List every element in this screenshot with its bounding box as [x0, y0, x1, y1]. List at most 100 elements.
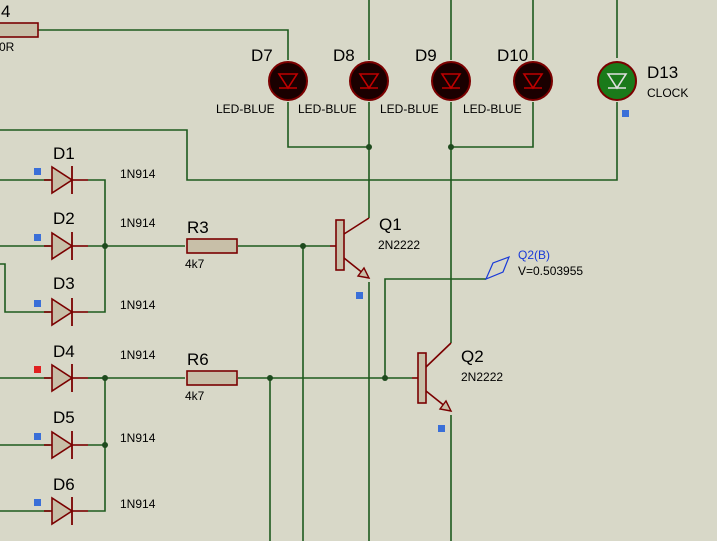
diode-body	[51, 165, 74, 195]
diode-ref: D2	[53, 209, 75, 228]
diode-ref: D1	[53, 144, 75, 163]
probe-name: Q2(B)	[518, 248, 550, 262]
led-D13[interactable]: D13 CLOCK	[597, 61, 688, 117]
emitter-arrow	[438, 399, 453, 412]
pin-state-indicator	[34, 300, 41, 307]
led-symbol	[606, 73, 628, 90]
led-symbol	[440, 73, 462, 90]
diode-ref: D3	[53, 274, 75, 293]
diode-ref: D4	[53, 342, 75, 361]
diode-ref: D5	[53, 408, 75, 427]
led-body	[431, 61, 471, 101]
pin-state-indicator	[622, 110, 629, 117]
diode-ref: D6	[53, 475, 75, 494]
pin-state-indicator	[34, 499, 41, 506]
led-D9[interactable]: D9 LED-BLUE	[380, 46, 471, 116]
led-body	[597, 61, 637, 101]
pin-state-indicator	[34, 234, 41, 241]
led-value: LED-BLUE	[380, 102, 439, 116]
led-symbol	[358, 73, 380, 90]
led-D10[interactable]: D10 LED-BLUE	[463, 46, 553, 116]
transistor-ref: Q1	[379, 215, 402, 234]
resistor-R6[interactable]: R6 4k7	[185, 350, 238, 403]
resistor-R3[interactable]: R3 4k7	[185, 218, 238, 271]
probe-arrow-icon	[484, 255, 511, 281]
resistor-fragment[interactable]: 4 0R	[0, 2, 39, 54]
resistor-value: 4k7	[185, 389, 205, 403]
transistor-value: 2N2222	[378, 238, 420, 252]
junction-dot	[267, 375, 273, 381]
voltage-probe[interactable]: Q2(B) V=0.503955	[484, 248, 583, 281]
junction-dot	[102, 442, 108, 448]
wire	[451, 102, 534, 148]
pin-state-indicator	[34, 366, 41, 373]
led-ref: D10	[497, 46, 528, 65]
diode-body	[51, 231, 74, 261]
junction-dot	[366, 144, 372, 150]
led-ref: D13	[647, 63, 678, 82]
led-value: CLOCK	[647, 86, 688, 100]
resistor-value: 0R	[0, 40, 15, 54]
wire	[287, 102, 369, 148]
led-value: LED-BLUE	[463, 102, 522, 116]
diode-D6[interactable]: D6 1N914	[34, 475, 156, 526]
diode-value: 1N914	[120, 431, 156, 445]
pin-state-indicator	[34, 433, 41, 440]
diode-body	[51, 297, 74, 327]
diode-body	[51, 430, 74, 460]
junction-dot	[102, 375, 108, 381]
led-body	[513, 61, 553, 101]
diode-D2[interactable]: D2 1N914	[34, 209, 156, 261]
transistor-base-bar	[417, 352, 427, 404]
transistor-Q2[interactable]: Q2 2N2222	[412, 342, 503, 432]
diode-value: 1N914	[120, 216, 156, 230]
diode-body	[51, 496, 74, 526]
wire	[384, 278, 486, 378]
transistor-collector	[425, 342, 452, 368]
led-ref: D9	[415, 46, 437, 65]
led-D8[interactable]: D8 LED-BLUE	[298, 46, 389, 116]
resistor-body	[186, 370, 238, 386]
transistor-ref: Q2	[461, 347, 484, 366]
diode-value: 1N914	[120, 167, 156, 181]
emitter-arrow	[356, 266, 371, 279]
diode-value: 1N914	[120, 497, 156, 511]
led-body	[268, 61, 308, 101]
wire	[38, 29, 289, 60]
led-symbol	[277, 73, 299, 90]
led-symbol	[522, 73, 544, 90]
diode-value: 1N914	[120, 298, 156, 312]
led-D7[interactable]: D7 LED-BLUE	[216, 46, 308, 116]
pin-state-indicator	[438, 425, 445, 432]
led-ref: D7	[251, 46, 273, 65]
transistor-collector	[343, 217, 370, 235]
wire	[0, 263, 50, 313]
diode-D3[interactable]: D3 1N914	[34, 274, 156, 327]
pin-state-indicator	[356, 292, 363, 299]
resistor-ref: R6	[187, 350, 209, 369]
resistor-body	[186, 238, 238, 254]
led-value: LED-BLUE	[216, 102, 275, 116]
resistor-ref: 4	[1, 2, 10, 21]
wire	[0, 102, 618, 181]
transistor-value: 2N2222	[461, 370, 503, 384]
junction-dot	[102, 243, 108, 249]
diode-value: 1N914	[120, 348, 156, 362]
diode-D1[interactable]: D1 1N914	[34, 144, 156, 195]
junction-dot	[448, 144, 454, 150]
diode-D5[interactable]: D5 1N914	[34, 408, 156, 460]
resistor-ref: R3	[187, 218, 209, 237]
diode-body	[51, 363, 74, 393]
led-body	[349, 61, 389, 101]
probe-reading: V=0.503955	[518, 264, 583, 278]
transistor-base-bar	[335, 219, 345, 271]
diode-D4[interactable]: D4 1N914	[34, 342, 156, 393]
junctions	[102, 144, 454, 448]
led-ref: D8	[333, 46, 355, 65]
led-value: LED-BLUE	[298, 102, 357, 116]
resistor-value: 4k7	[185, 257, 205, 271]
transistor-Q1[interactable]: Q1 2N2222	[330, 215, 420, 299]
junction-dot	[300, 243, 306, 249]
resistor-body	[0, 22, 39, 38]
